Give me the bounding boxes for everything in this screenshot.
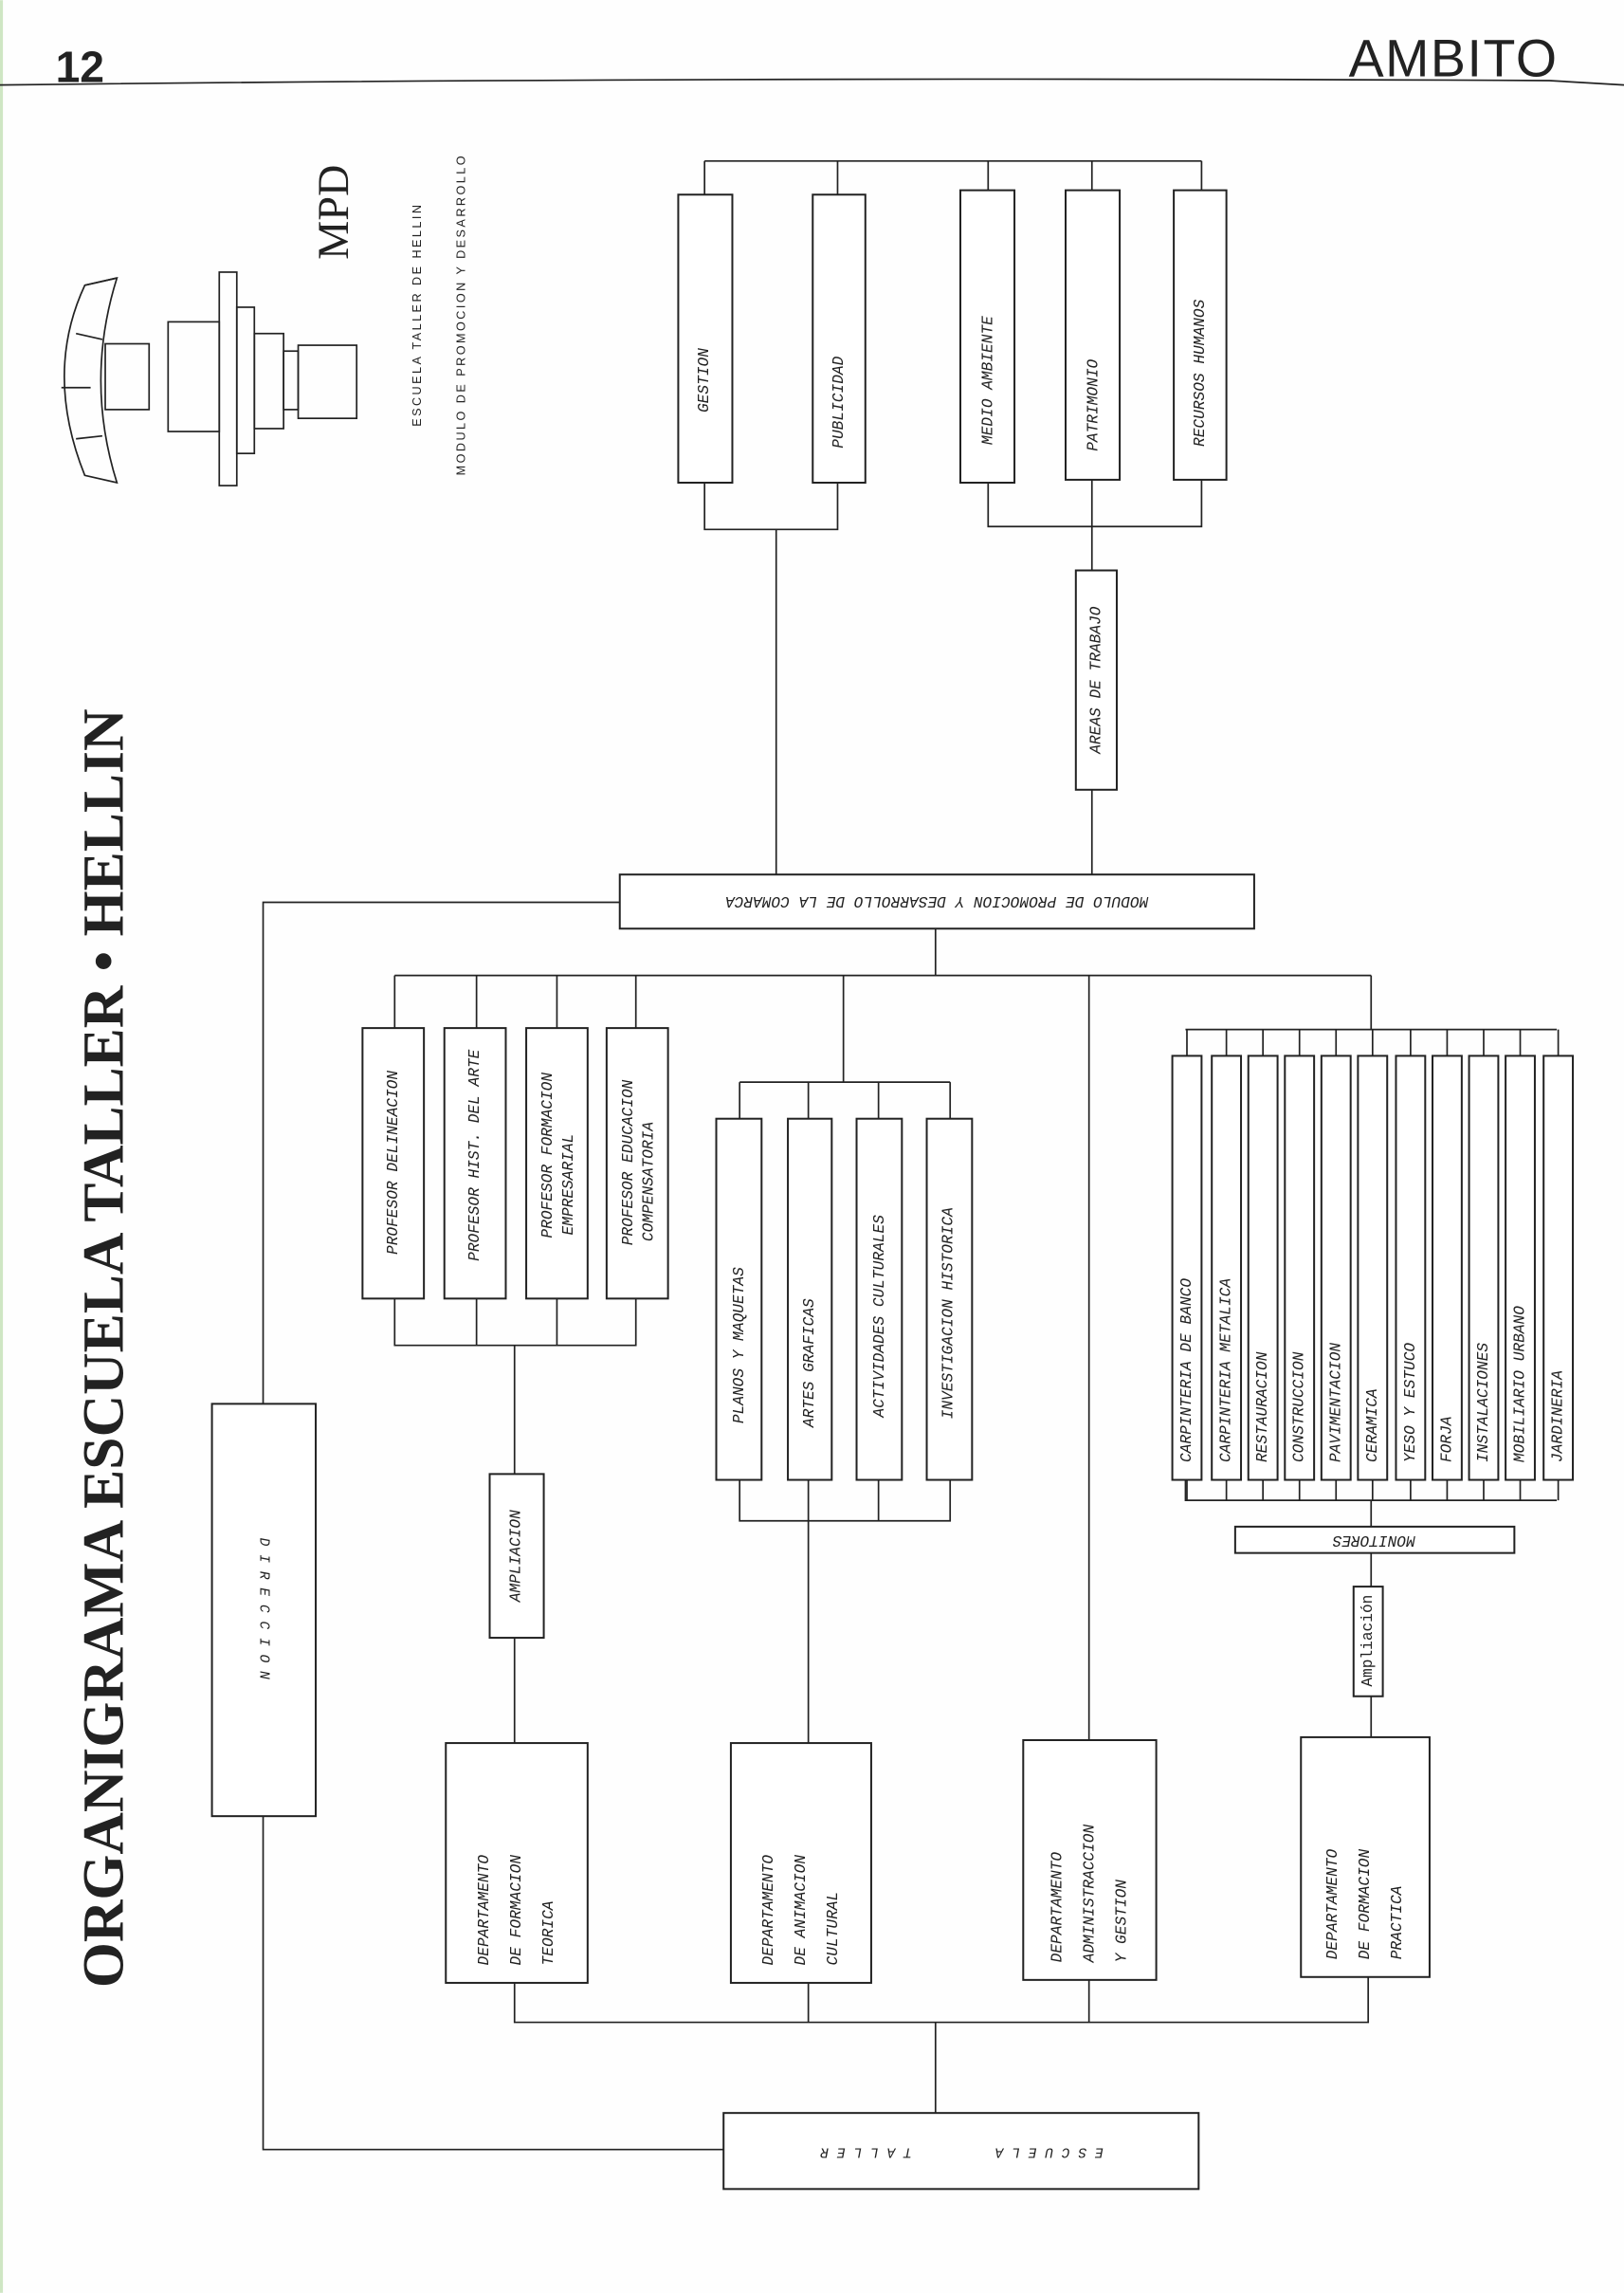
unit-box-patrimonio bbox=[1065, 189, 1122, 481]
logo-monogram: MPD bbox=[310, 165, 358, 260]
oficio-box bbox=[1247, 1055, 1279, 1481]
profesor-label: EMPRESARIAL bbox=[560, 1134, 577, 1236]
oficio-label: CARPINTERIA DE BANCO bbox=[1178, 1278, 1195, 1462]
unit-box-gestion bbox=[677, 193, 734, 485]
oficio-box bbox=[1171, 1055, 1203, 1481]
departamento-box bbox=[445, 1742, 589, 1984]
scan-edge bbox=[0, 0, 4, 2293]
unit-label: MEDIO AMBIENTE bbox=[979, 316, 996, 445]
direccion-box bbox=[210, 1403, 318, 1818]
profesor-box bbox=[525, 1027, 589, 1300]
departamento-label: ADMINISTRACCION bbox=[1081, 1824, 1098, 1963]
profesor-box bbox=[443, 1027, 507, 1300]
unit-label: RECURSOS HUMANOS bbox=[1192, 299, 1209, 447]
departamento-label: DEPARTAMENTO bbox=[476, 1855, 493, 1966]
oficio-box bbox=[1211, 1055, 1243, 1481]
unit-label: PUBLICIDAD bbox=[830, 356, 848, 448]
departamento-label: DE FORMACION bbox=[1357, 1849, 1374, 1960]
top-units: GESTION PUBLICIDAD MEDIO AMBIENTE PATRIM… bbox=[677, 189, 1228, 485]
logo-line1: ESCUELA TALLER DE HELLIN bbox=[411, 203, 424, 427]
logo-line2: MODULO DE PROMOCION Y DESARROLLO bbox=[454, 154, 467, 475]
profesor-box bbox=[361, 1027, 426, 1300]
oficio-box bbox=[1505, 1055, 1536, 1481]
modulo-label: MODULO DE PROMOCION Y DESARROLLO DE LA C… bbox=[725, 892, 1148, 909]
areas-box bbox=[1074, 569, 1118, 791]
animacion-label: ACTIVIDADES CULTURALES bbox=[871, 1215, 888, 1419]
departamento-label: DEPARTAMENTO bbox=[1324, 1849, 1341, 1960]
unit-box-medio-ambiente bbox=[958, 189, 1016, 485]
modulo-box bbox=[618, 873, 1255, 930]
profesor-label: COMPENSATORIA bbox=[641, 1122, 658, 1241]
oficio-box bbox=[1468, 1055, 1500, 1481]
ampliacion-teorica-label: AMPLIACION bbox=[507, 1510, 524, 1603]
oficio-box bbox=[1432, 1055, 1463, 1481]
departamento-label: CULTURAL bbox=[825, 1892, 842, 1966]
oficio-label: CONSTRUCCION bbox=[1291, 1351, 1308, 1462]
oficio-label: PAVIMENTACION bbox=[1327, 1343, 1344, 1462]
ampliacion-practica-box bbox=[1352, 1586, 1384, 1697]
oficio-box bbox=[1357, 1055, 1389, 1481]
oficio-box bbox=[1320, 1055, 1352, 1481]
departamento-label: DE FORMACION bbox=[508, 1855, 525, 1966]
oficio-label: RESTAURACION bbox=[1254, 1351, 1271, 1462]
departamento-label: Y GESTION bbox=[1113, 1880, 1130, 1963]
departamentos-group: DEPARTAMENTO DE FORMACION TEORICA DEPARTAME… bbox=[445, 1735, 1431, 1984]
departamento-box bbox=[1022, 1738, 1158, 1981]
section-title: AMBITO bbox=[1349, 28, 1559, 87]
departamento-box bbox=[729, 1742, 872, 1984]
oficio-label: INSTALACIONES bbox=[1475, 1343, 1492, 1462]
unit-box-publicidad bbox=[812, 193, 867, 485]
departamento-label: TEORICA bbox=[540, 1901, 557, 1966]
departamento-label: DE ANIMACION bbox=[793, 1855, 810, 1966]
escuela-label: E S C U E L A T A L L E R bbox=[820, 2143, 1104, 2158]
animacion-box bbox=[787, 1117, 833, 1481]
profesor-label: PROFESOR FORMACION bbox=[539, 1073, 557, 1238]
ampliacion-teorica-box bbox=[488, 1473, 545, 1640]
oficio-label: MOBILIARIO URBANO bbox=[1512, 1306, 1529, 1462]
areas-label: AREAS DE TRABAJO bbox=[1087, 606, 1104, 755]
profesor-label: PROFESOR DELINEACION bbox=[385, 1071, 402, 1255]
escuela-box bbox=[722, 2112, 1200, 2191]
arch-icon bbox=[64, 276, 119, 485]
animacion-group: PLANOS Y MAQUETAS ARTES GRAFICAS ACTIVID… bbox=[715, 1117, 974, 1481]
oficio-label: JARDINERIA bbox=[1550, 1370, 1567, 1462]
oficio-label: FORJA bbox=[1438, 1417, 1455, 1463]
ampliacion-practica-label: Ampliación bbox=[1359, 1595, 1377, 1687]
animacion-box bbox=[715, 1117, 763, 1481]
profesor-label: PROFESOR HIST. DEL ARTE bbox=[466, 1049, 484, 1261]
oficio-label: YESO Y ESTUCO bbox=[1402, 1343, 1419, 1462]
animacion-label: ARTES GRAFICAS bbox=[801, 1298, 818, 1428]
header-rule bbox=[0, 78, 1624, 86]
monitores-label: MONITORES bbox=[1332, 1532, 1415, 1549]
profesor-label: PROFESOR EDUCACION bbox=[620, 1079, 637, 1245]
oficio-connectors bbox=[1186, 1029, 1560, 1501]
connector-lines bbox=[262, 159, 1558, 2151]
logo: MPD ESCUELA TALLER DE HELLIN MODULO DE P… bbox=[61, 154, 467, 486]
oficio-box bbox=[1395, 1055, 1427, 1481]
unit-box-recursos-humanos bbox=[1173, 189, 1228, 481]
oficios-group: CARPINTERIA DE BANCO CARPINTERIA METALICA… bbox=[1171, 1055, 1575, 1481]
oficio-label: CERAMICA bbox=[1364, 1388, 1381, 1462]
animacion-box bbox=[855, 1117, 903, 1481]
profesor-box bbox=[605, 1027, 669, 1300]
departamento-box bbox=[1300, 1735, 1431, 1978]
animacion-label: PLANOS Y MAQUETAS bbox=[731, 1267, 748, 1423]
unit-label: GESTION bbox=[696, 348, 713, 413]
animacion-box bbox=[925, 1117, 974, 1481]
unit-label: PATRIMONIO bbox=[1085, 358, 1102, 450]
departamento-label: PRACTICA bbox=[1389, 1886, 1406, 1960]
departamento-label: DEPARTAMENTO bbox=[1049, 1852, 1067, 1963]
oficio-box bbox=[1542, 1055, 1575, 1481]
monitores-box bbox=[1233, 1525, 1516, 1554]
oficio-label: CARPINTERIA METALICA bbox=[1218, 1278, 1235, 1462]
profesores-group: PROFESOR DELINEACION PROFESOR HIST. DEL … bbox=[361, 1027, 669, 1300]
departamento-label: DEPARTAMENTO bbox=[760, 1855, 777, 1966]
direccion-label: D I R E C C I O N bbox=[256, 1538, 271, 1679]
chart-title: ORGANIGRAMA ESCUELA TALLER • HELLIN bbox=[72, 708, 137, 1988]
animacion-label: INVESTIGACION HISTORICA bbox=[940, 1207, 958, 1419]
oficio-box bbox=[1284, 1055, 1316, 1481]
